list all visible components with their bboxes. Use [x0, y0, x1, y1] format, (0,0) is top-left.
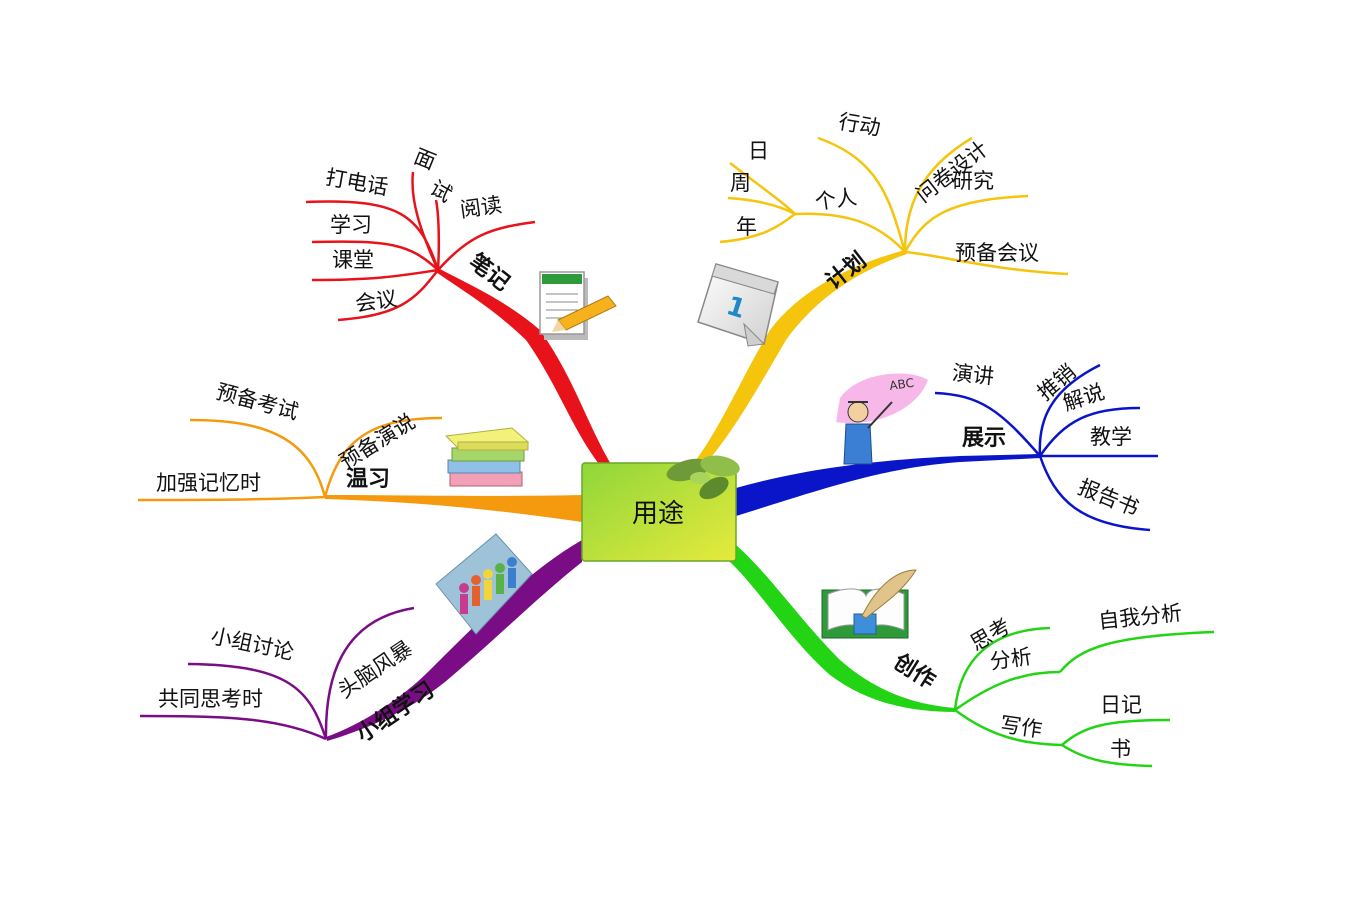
leaf-show-teach: 教学: [1090, 425, 1132, 449]
leaf-plan-day: 日: [748, 139, 769, 163]
center-node: 用途: [581, 455, 740, 562]
presenter-board-text: ABC: [888, 376, 914, 393]
branch-show: [736, 363, 1158, 532]
calendar-page-icon: 1: [697, 263, 779, 347]
trunk-plan: [690, 250, 907, 470]
trunk-create: [728, 545, 955, 712]
leaf-show-speech: 演讲: [951, 361, 995, 389]
branch-label-create: 创作: [888, 649, 939, 694]
branch-review: [137, 416, 582, 522]
leaf-notes-meeting: 会议: [354, 286, 399, 316]
branch-label-show: 展示: [962, 426, 1006, 451]
branch-group: [139, 540, 582, 741]
leaf-review-speech: 预备演说: [335, 409, 419, 474]
leaf-notes-interview-1: 面: [411, 144, 439, 174]
trunk-notes: [436, 268, 612, 468]
leaves-icon: [666, 455, 740, 500]
notepad-pencil-icon: [539, 271, 617, 340]
leaf-notes-reading: 阅读: [458, 193, 503, 223]
leaf-notes-call: 打电话: [324, 165, 390, 200]
leaf-notes-interview-2: 试: [426, 176, 456, 207]
leaf-review-memory: 加强记忆时: [156, 471, 261, 495]
leaf-plan-week: 周: [730, 171, 751, 195]
leaf-plan-prep-meeting: 预备会议: [955, 241, 1039, 265]
leaf-plan-year: 年: [736, 215, 757, 239]
leaf-create-self-analysis: 自我分析: [1097, 601, 1183, 634]
branch-notes: [305, 171, 612, 468]
trunk-review: [325, 495, 582, 522]
presenter-icon: ABC: [836, 373, 928, 465]
leaf-notes-study: 学习: [330, 213, 372, 237]
leaf-notes-class: 课堂: [332, 248, 374, 272]
leaf-create-diary: 日记: [1100, 693, 1142, 717]
leaf-plan-research: 研究: [952, 169, 994, 193]
trunk-show: [736, 454, 1040, 516]
leaf-plan-personal: 个人: [813, 185, 858, 215]
branch-create: [728, 545, 1215, 768]
leaf-create-write: 写作: [999, 712, 1044, 742]
leaf-create-analyze: 分析: [988, 644, 1033, 674]
quill-book-icon: [821, 569, 917, 639]
leaf-create-book: 书: [1110, 737, 1131, 761]
branch-label-review: 温习: [346, 467, 390, 492]
leaf-group-discussion: 小组讨论: [209, 624, 296, 665]
trunk-group: [326, 540, 582, 741]
leaf-review-exam: 预备考试: [214, 379, 301, 424]
book-stack-icon: [444, 427, 530, 487]
branch-plan: [690, 136, 1069, 470]
leaf-plan-action: 行动: [837, 109, 883, 140]
people-group-icon: [435, 533, 533, 635]
leaf-group-think: 共同思考时: [158, 687, 263, 711]
center-label: 用途: [632, 499, 684, 529]
